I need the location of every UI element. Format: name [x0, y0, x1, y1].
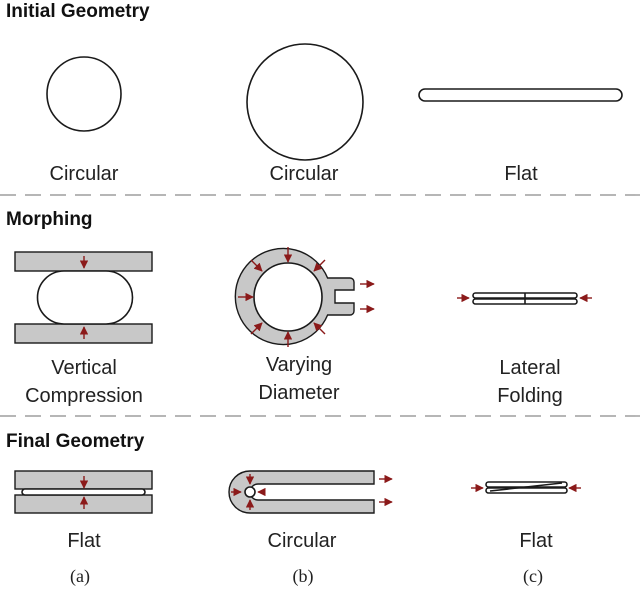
column-label-a: (a) [70, 566, 90, 587]
final-inward-arrows [231, 474, 266, 510]
heading-initial-geometry: Initial Geometry [6, 1, 150, 22]
label-morph-a-line2: Compression [25, 385, 143, 407]
label-initial-a: Circular [50, 163, 119, 185]
column-label-c: (c) [523, 566, 543, 587]
label-morph-b-line2: Diameter [258, 382, 339, 404]
initial-flat-strip [418, 88, 623, 102]
column-label-b: (b) [293, 566, 314, 587]
final-diagonal-fold [489, 482, 563, 492]
label-morph-c-line1: Lateral [499, 357, 560, 379]
final-outward-arrows [379, 474, 393, 507]
label-morph-b-line1: Varying [266, 354, 332, 376]
final-hairpin-body [228, 470, 375, 514]
outward-arrows-tabs [360, 279, 375, 314]
label-initial-b: Circular [270, 163, 339, 185]
label-final-a: Flat [67, 530, 101, 552]
heading-morphing: Morphing [6, 209, 93, 230]
label-morph-a-line1: Vertical [51, 357, 117, 379]
initial-small-circle [46, 56, 122, 132]
label-final-b: Circular [268, 530, 337, 552]
final-small-hole [244, 486, 256, 498]
inward-arrows-ring [238, 247, 326, 347]
split-ring-inner-hole [253, 262, 323, 332]
label-initial-c: Flat [504, 163, 538, 185]
label-morph-c-line2: Folding [497, 385, 563, 407]
compressed-tube [36, 270, 134, 325]
initial-large-circle [246, 43, 364, 161]
heading-final-geometry: Final Geometry [6, 431, 145, 452]
final-flattened-tube [21, 488, 146, 496]
label-final-c: Flat [519, 530, 553, 552]
